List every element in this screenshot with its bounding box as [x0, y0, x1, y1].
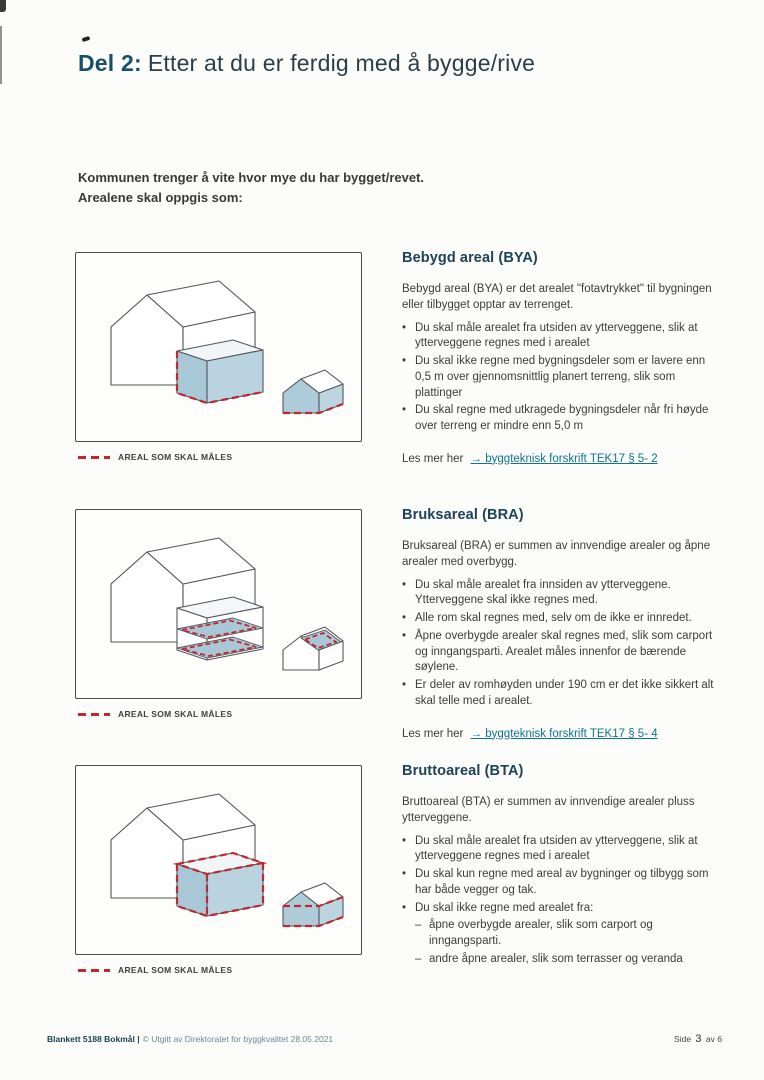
bullet-item: • Du skal ikke regne med bygningsdeler s… [402, 354, 716, 401]
bullet-marker: • [402, 834, 407, 847]
bullet-marker: • [402, 355, 407, 367]
text-column-bta: Bruttoareal (BTA) Bruttoareal (BTA) er s… [402, 763, 716, 970]
tek17-link-bya[interactable]: → byggteknisk forskrift TEK17 § 5- 2 [470, 452, 658, 465]
bullet-marker: • [402, 629, 407, 642]
bullet-item: • Du skal måle arealet fra utsiden av yt… [402, 834, 716, 866]
tek17-link-bra[interactable]: → byggteknisk forskrift TEK17 § 5- 4 [470, 727, 658, 740]
page-title-text: Etter at du er ferdig med å bygge/rive [147, 50, 536, 76]
les-mer-row: Les mer her → byggteknisk forskrift TEK1… [402, 728, 716, 740]
les-mer-label: Les mer her [402, 727, 464, 740]
intro-line-1: Kommunen trenger å vite hvor mye du har … [78, 170, 425, 185]
footer-left: Blankett 5188 Bokmål |© Utgitt av Direkt… [47, 1034, 333, 1044]
figure-bya: AREAL SOM SKAL MÅLES [75, 252, 362, 462]
intro-line-2: Arealene skal oppgis som: [78, 190, 243, 206]
scan-artifact-speck [81, 35, 91, 43]
footer-page-indicator: Side 3 av 6 [674, 1033, 722, 1045]
scan-artifact-corner [0, 0, 6, 12]
intro-text: Kommunen trenger å vite hvor mye du har … [78, 168, 424, 208]
footer-form-id: Blankett 5188 Bokmål | [47, 1034, 140, 1044]
legend-bra: AREAL SOM SKAL MÅLES [75, 709, 362, 719]
dashed-line-icon [78, 712, 110, 716]
bullet-marker: • [402, 679, 407, 691]
sub-bullet-item: – åpne overbygde arealer, slik som carpo… [415, 918, 716, 950]
legend-bya: AREAL SOM SKAL MÅLES [75, 452, 362, 462]
illustration-frame-bra [75, 509, 362, 699]
page-footer: Blankett 5188 Bokmål |© Utgitt av Direkt… [47, 1033, 722, 1045]
bullet-item: • Du skal kun regne med areal av bygning… [402, 867, 716, 899]
house-illustration-bta [110, 793, 344, 928]
text-column-bra: Bruksareal (BRA) Bruksareal (BRA) er sum… [402, 507, 716, 740]
section-intro-bta: Bruttoareal (BTA) er summen av innvendig… [402, 796, 695, 824]
bullet-marker: • [402, 901, 407, 914]
figure-bra: AREAL SOM SKAL MÅLES [75, 509, 362, 719]
les-mer-row: Les mer her → byggteknisk forskrift TEK1… [402, 453, 716, 465]
section-heading-bra: Bruksareal (BRA) [402, 507, 524, 523]
section-bra: AREAL SOM SKAL MÅLES Bruksareal (BRA) Br… [75, 507, 715, 747]
sub-bullet-item: – andre åpne arealer, slik som terrasser… [415, 952, 716, 968]
house-illustration-bra [110, 537, 344, 671]
legend-label: AREAL SOM SKAL MÅLES [118, 965, 233, 975]
page-title-prefix: Del 2: [78, 50, 142, 76]
page-number: 3 [695, 1033, 702, 1045]
section-bta: AREAL SOM SKAL MÅLES Bruttoareal (BTA) B… [75, 763, 715, 993]
illustration-frame-bta [75, 765, 362, 955]
page-title: Del 2:Etter at du er ferdig med å bygge/… [78, 50, 535, 77]
figure-bta: AREAL SOM SKAL MÅLES [75, 765, 362, 975]
dashed-line-icon [78, 455, 110, 459]
dash-marker: – [415, 952, 422, 965]
section-intro-bya: Bebygd areal (BYA) er det arealet "fotav… [402, 283, 712, 311]
bullet-item: • Du skal ikke regne med arealet fra: [402, 901, 716, 917]
section-intro-bra: Bruksareal (BRA) er summen av innvendige… [402, 540, 711, 568]
scan-artifact-edge [0, 26, 2, 84]
dash-marker: – [415, 919, 422, 932]
text-column-bya: Bebygd areal (BYA) Bebygd areal (BYA) er… [402, 250, 716, 465]
bullet-marker: • [402, 612, 407, 624]
bullet-marker: • [402, 404, 407, 417]
les-mer-label: Les mer her [402, 452, 464, 465]
section-bya: AREAL SOM SKAL MÅLES Bebygd areal (BYA) … [75, 250, 715, 480]
illustration-frame-bya [75, 252, 362, 442]
bullet-marker: • [402, 868, 407, 880]
house-illustration-bya [110, 280, 344, 415]
bullet-item: • Åpne overbygde arealer skal regnes med… [402, 629, 716, 676]
bullet-item: • Er deler av romhøyden under 190 cm er … [402, 678, 716, 710]
footer-publisher: © Utgitt av Direktoratet for byggkvalite… [142, 1034, 334, 1044]
bullet-item: • Alle rom skal regnes med, selv om de i… [402, 611, 716, 627]
bullet-marker: • [402, 321, 407, 334]
legend-label: AREAL SOM SKAL MÅLES [118, 452, 233, 462]
bullet-item: • Du skal måle arealet fra innsiden av y… [402, 578, 716, 610]
section-heading-bya: Bebygd areal (BYA) [402, 250, 538, 266]
bullet-item: • Du skal måle arealet fra utsiden av yt… [402, 321, 716, 353]
section-heading-bta: Bruttoareal (BTA) [402, 763, 524, 779]
legend-label: AREAL SOM SKAL MÅLES [118, 709, 233, 719]
bullet-marker: • [402, 578, 407, 591]
legend-bta: AREAL SOM SKAL MÅLES [75, 965, 362, 975]
dashed-line-icon [78, 968, 110, 972]
bullet-item: • Du skal regne med utkragede bygningsde… [402, 403, 716, 435]
